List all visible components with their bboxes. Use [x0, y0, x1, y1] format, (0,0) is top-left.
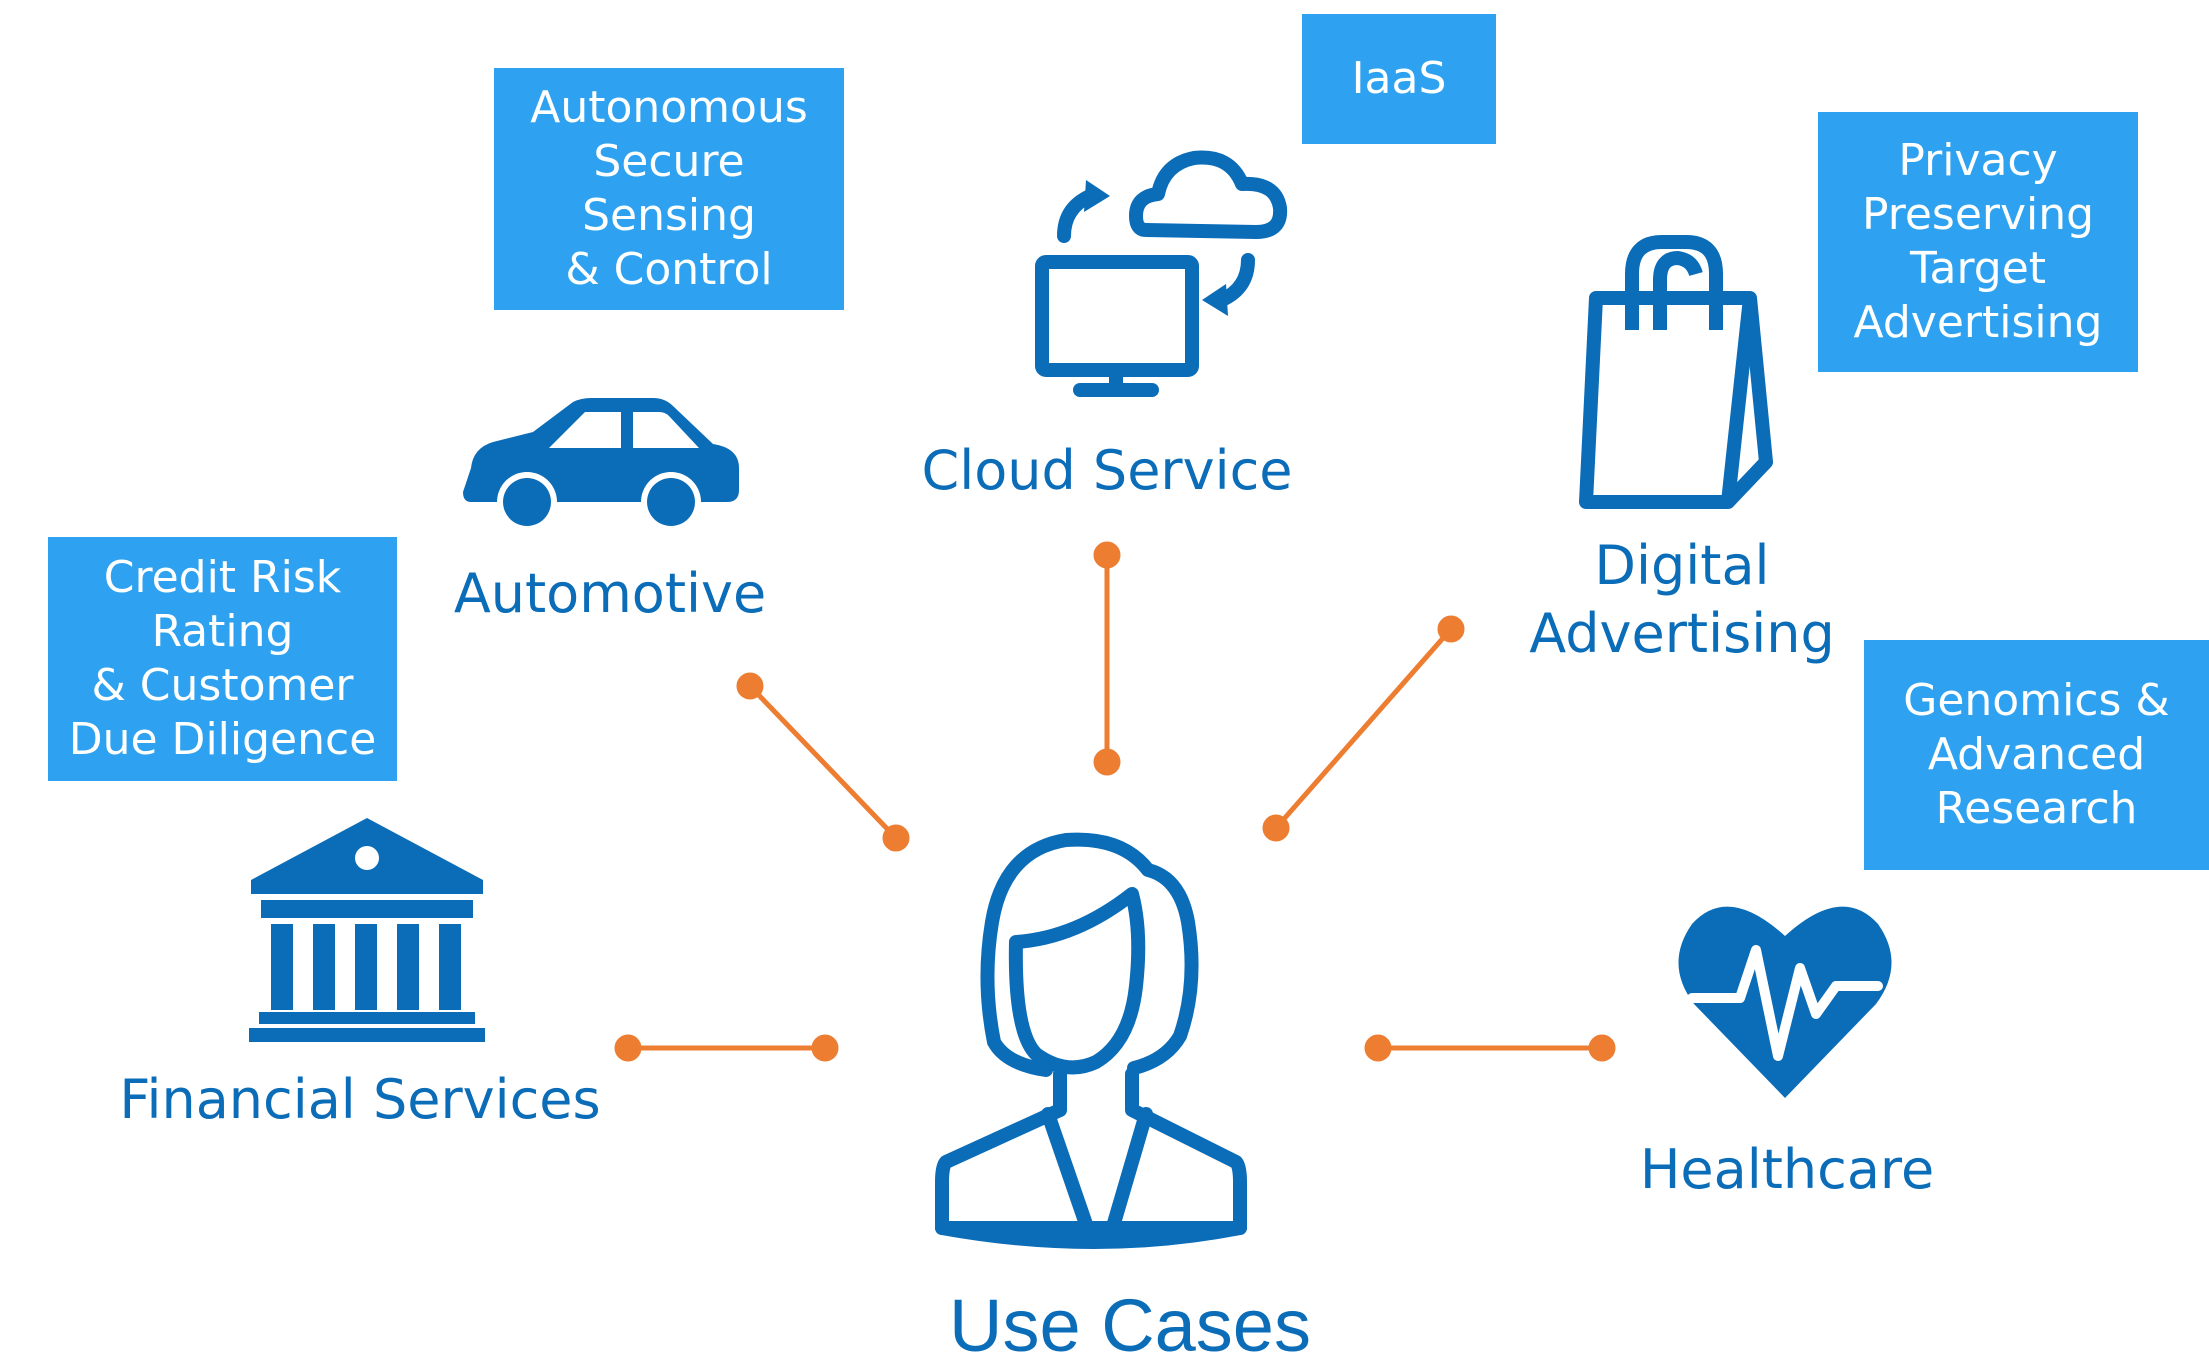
callout-financial-text: Credit Risk Rating & Customer Due Dilige… — [68, 552, 377, 765]
label-automotive: Automotive — [453, 562, 767, 625]
label-cloud: Cloud Service — [921, 439, 1293, 502]
shopping-bag-icon — [1579, 235, 1773, 509]
label-digital: Digital Advertising — [1529, 534, 1835, 665]
callout-financial: Credit Risk Rating & Customer Due Dilige… — [48, 537, 397, 781]
callout-cloud: IaaS — [1302, 14, 1496, 144]
callout-automotive: Autonomous Secure Sensing & Control — [494, 68, 844, 310]
label-financial: Financial Services — [119, 1068, 601, 1131]
center-title: Use Cases — [949, 1284, 1311, 1367]
callout-digital: Privacy Preserving Target Advertising — [1818, 112, 2138, 372]
connector-cloud — [1093, 541, 1121, 776]
callout-healthcare: Genomics & Advanced Research — [1864, 640, 2209, 870]
connector-healthcare — [1364, 1034, 1616, 1062]
car-icon — [463, 398, 739, 532]
callout-automotive-text: Autonomous Secure Sensing & Control — [530, 82, 808, 295]
connector-automotive — [736, 672, 910, 852]
connector-financial — [614, 1034, 839, 1062]
heart-pulse-icon — [1678, 906, 1892, 1098]
connector-digital — [1262, 615, 1465, 842]
callout-cloud-text: IaaS — [1351, 53, 1447, 104]
callout-digital-text: Privacy Preserving Target Advertising — [1853, 135, 2103, 348]
cloud-sync-icon — [1035, 150, 1288, 397]
user-woman-icon — [935, 832, 1247, 1249]
callout-healthcare-text: Genomics & Advanced Research — [1903, 675, 2170, 834]
label-healthcare: Healthcare — [1639, 1138, 1935, 1201]
bank-icon — [249, 818, 485, 1042]
